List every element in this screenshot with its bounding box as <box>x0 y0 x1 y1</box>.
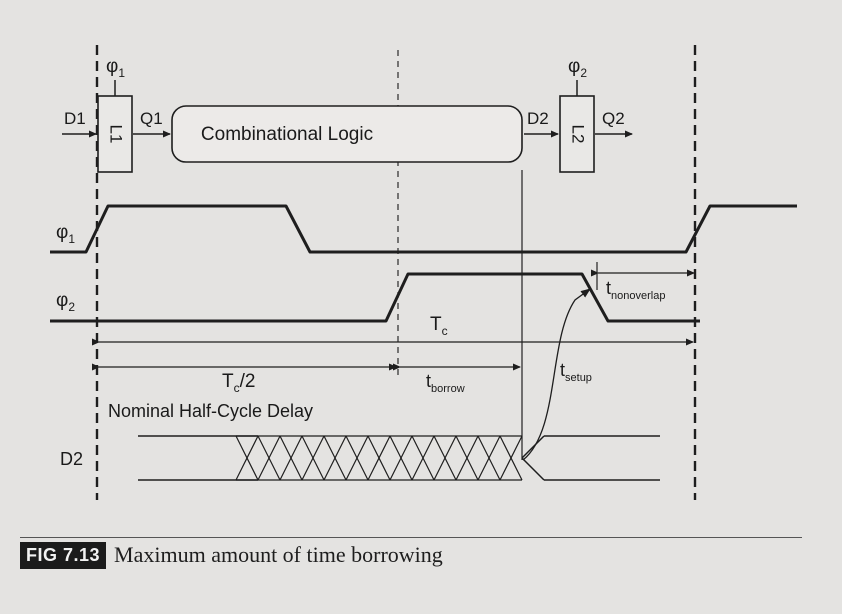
crosshatch-line <box>301 435 325 481</box>
d2-uncertain-region <box>235 435 523 481</box>
crosshatch-line <box>499 435 523 481</box>
crosshatch-line <box>235 435 259 481</box>
d1-label: D1 <box>64 109 86 128</box>
crosshatch-line <box>433 435 457 481</box>
figure-number-badge: FIG 7.13 <box>20 541 107 569</box>
crosshatch-line <box>477 435 501 481</box>
phi1-waveform <box>50 204 797 254</box>
crosshatch-line <box>345 435 369 481</box>
crosshatch-line <box>389 435 413 481</box>
tborrow-label: tborrow <box>426 371 465 395</box>
caption-rule <box>20 537 802 538</box>
latch-l1-label: L1 <box>107 125 126 144</box>
latch-l1-clock-label: φ1 <box>106 56 125 80</box>
tc-half-label: Tc/2 <box>222 371 255 395</box>
tc-label: Tc <box>430 314 448 338</box>
crosshatch-line <box>411 435 435 481</box>
crosshatch-line <box>455 435 479 481</box>
figure-caption: FIG 7.13 Maximum amount of time borrowin… <box>20 540 443 570</box>
latch-l1: L1 <box>97 80 133 173</box>
figure-caption-text: Maximum amount of time borrowing <box>114 542 443 567</box>
crosshatch-line <box>279 435 303 481</box>
phi2-waveform <box>50 272 700 323</box>
tnonoverlap-label: tnonoverlap <box>606 278 665 302</box>
d2-input-label: D2 <box>527 109 549 128</box>
nominal-half-cycle-label: Nominal Half-Cycle Delay <box>108 401 313 421</box>
q1-label: Q1 <box>140 109 163 128</box>
combinational-logic-block <box>171 105 523 163</box>
crosshatch-line <box>367 435 391 481</box>
d2-signal-label: D2 <box>60 449 83 469</box>
tsetup-label: tsetup <box>560 360 592 384</box>
latch-l2: L2 <box>559 80 595 173</box>
phi1-label: φ1 <box>56 222 75 246</box>
d2-waveform <box>138 435 660 481</box>
combinational-logic-label: Combinational Logic <box>201 124 373 145</box>
crosshatch-line <box>323 435 347 481</box>
latch-l2-clock-label: φ2 <box>568 56 587 80</box>
latch-l2-label: L2 <box>569 125 588 144</box>
crosshatch-line <box>257 435 281 481</box>
phi2-label: φ2 <box>56 290 75 314</box>
q2-label: Q2 <box>602 109 625 128</box>
